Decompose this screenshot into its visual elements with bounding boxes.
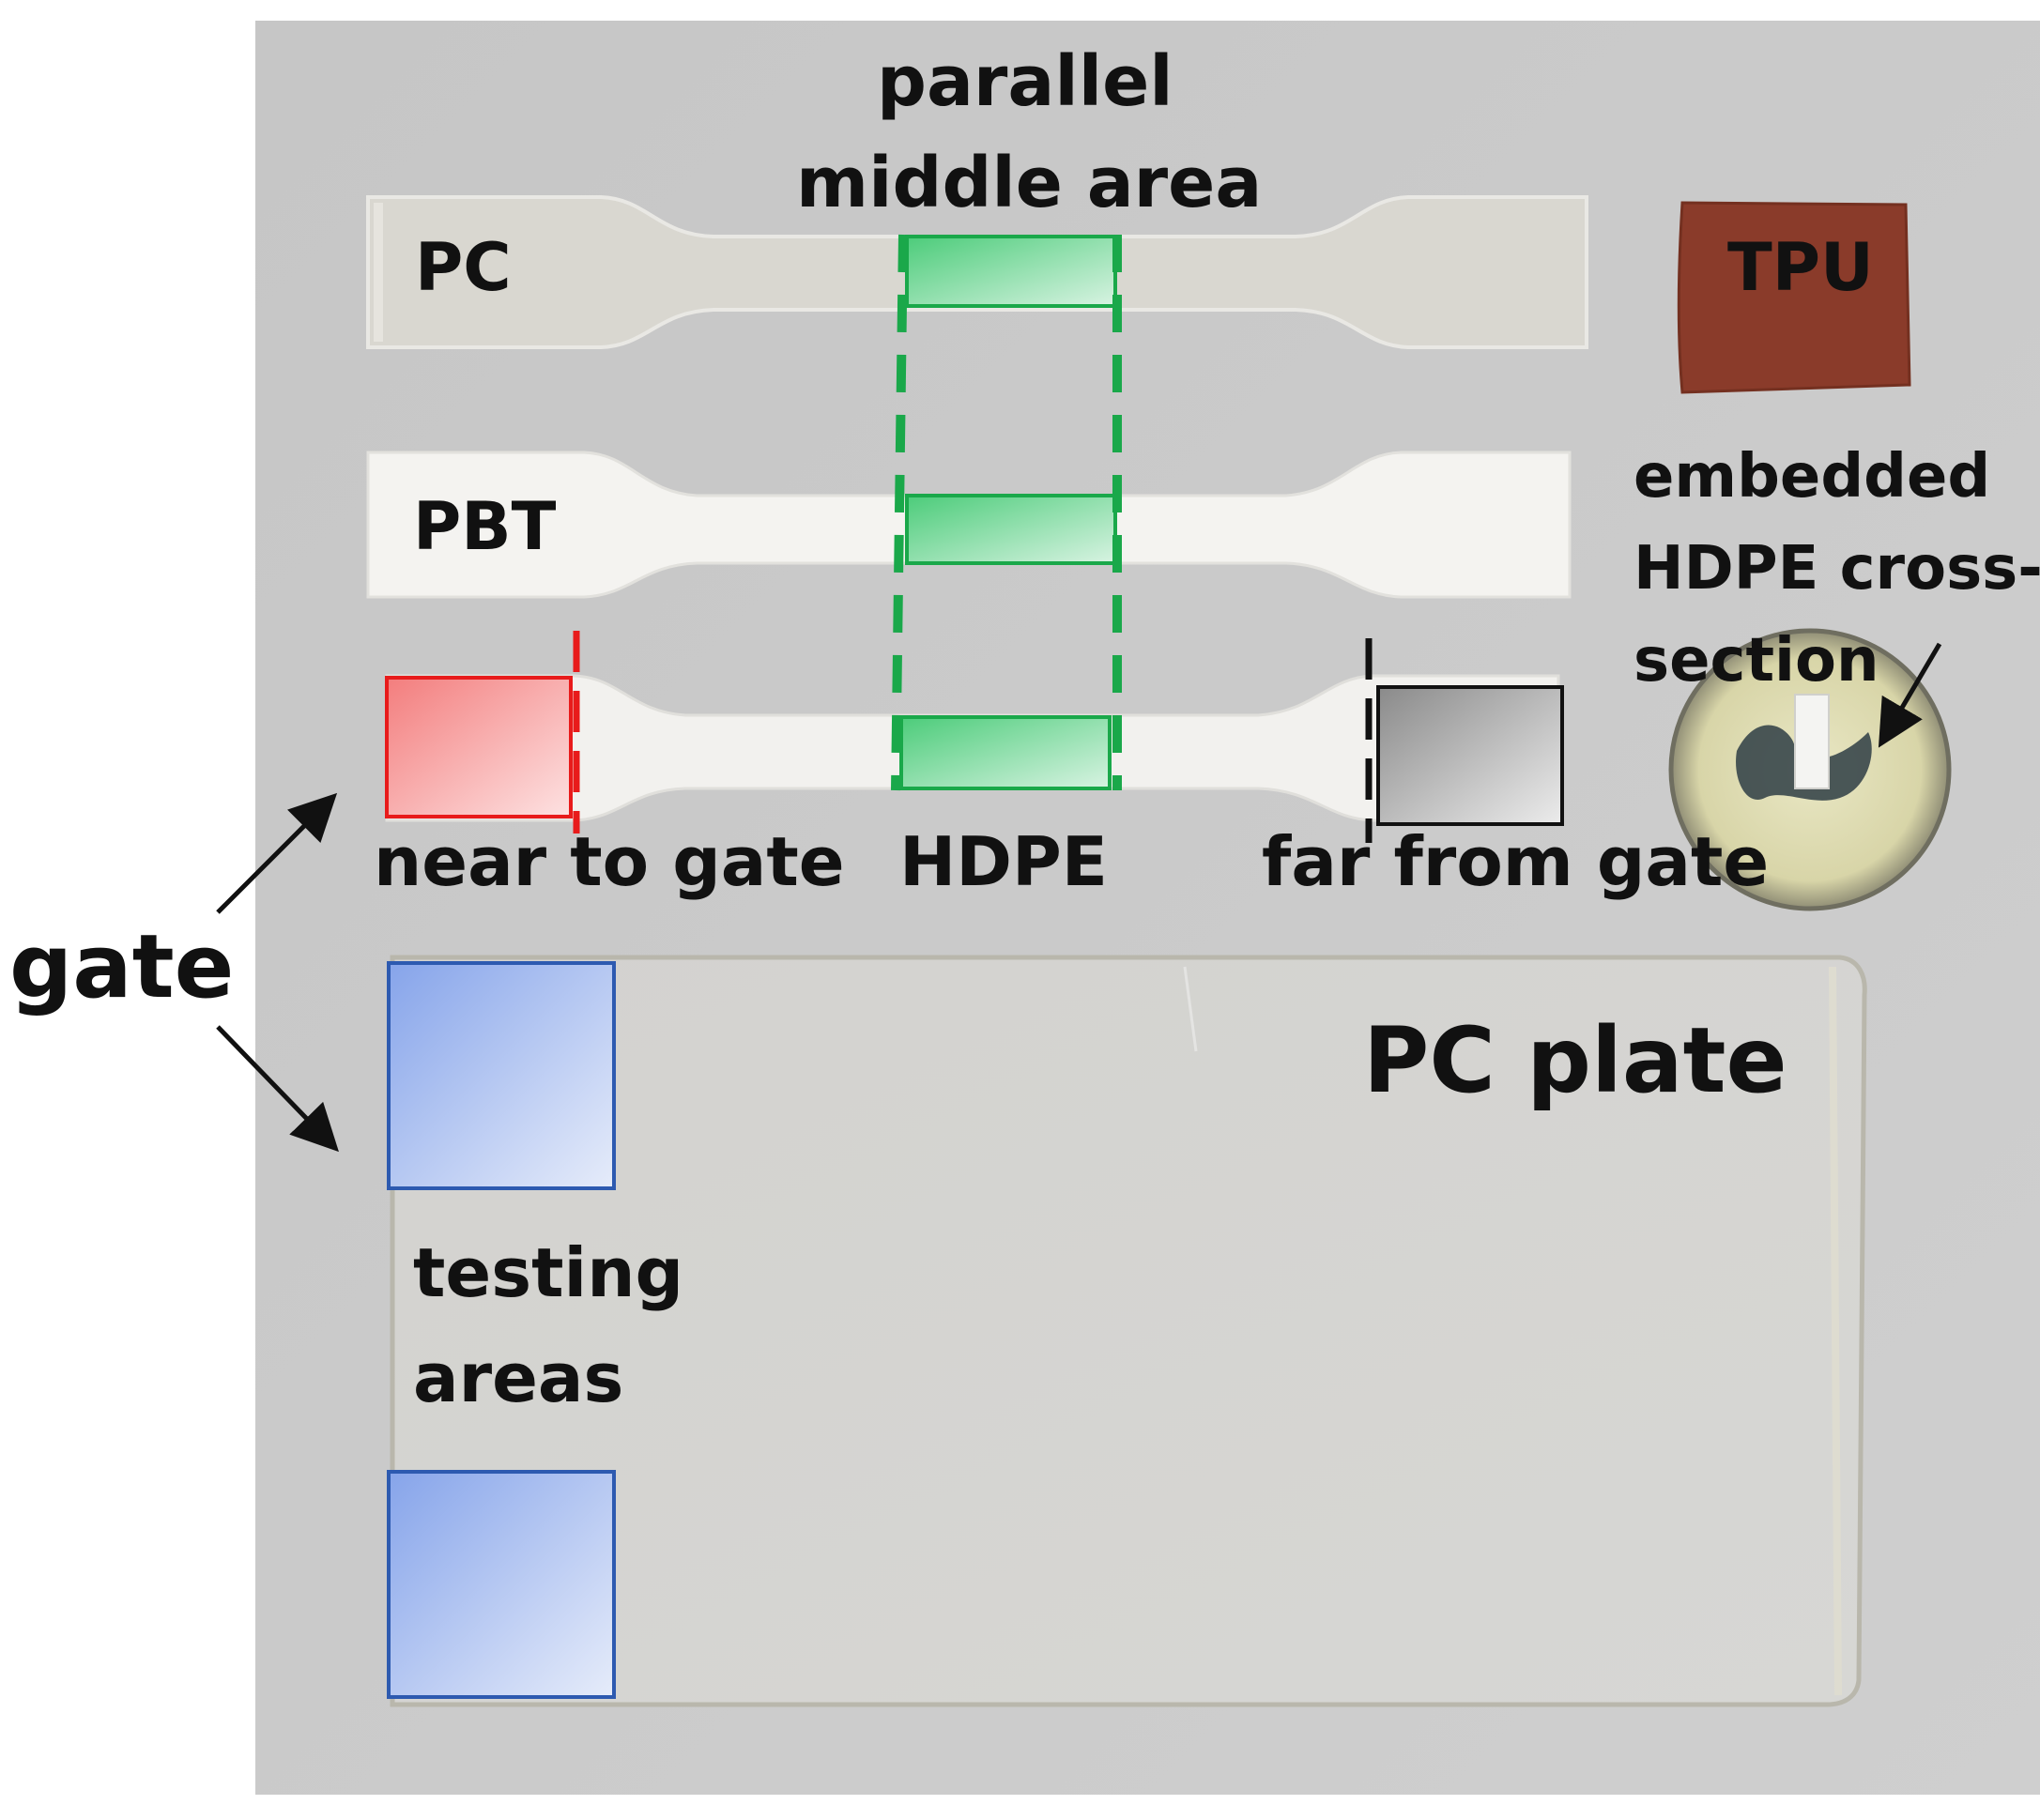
hdpe-area-third xyxy=(899,715,1112,790)
hdpe-label: HDPE xyxy=(899,822,1108,901)
tpu-label: TPU xyxy=(1727,229,1874,306)
pbt-label: PBT xyxy=(413,488,557,565)
gate-arrow-down xyxy=(216,1025,339,1153)
near-to-gate-label: near to gate xyxy=(374,822,845,901)
areas-label: areas xyxy=(413,1338,624,1417)
parallel-label: parallel xyxy=(877,41,1173,122)
gate-label: gate xyxy=(9,916,235,1018)
far-gate-area xyxy=(1376,685,1564,826)
cross-section-arrow xyxy=(1878,642,1942,748)
pc-plate-edge xyxy=(1829,966,1842,1696)
middle-area-label: middle area xyxy=(796,143,1263,223)
near-gate-area xyxy=(385,676,573,818)
testing-area-bottom xyxy=(387,1470,616,1699)
pc-plate-label: PC plate xyxy=(1363,1008,1787,1113)
hdpe-area-pbt xyxy=(905,494,1117,565)
hdpe-cross-label: HDPE cross- xyxy=(1634,534,2040,604)
gate-arrow-up xyxy=(216,792,338,914)
tpu-sample xyxy=(1677,201,1911,394)
pc-bar-highlight xyxy=(374,203,383,342)
hdpe-area-pc xyxy=(905,235,1117,308)
embedded-label: embedded xyxy=(1634,442,1991,512)
testing-label: testing xyxy=(413,1233,683,1312)
far-from-gate-label: far from gate xyxy=(1262,822,1770,901)
section-label: section xyxy=(1634,626,1879,696)
pc-label: PC xyxy=(415,229,512,306)
testing-area-top xyxy=(387,961,616,1190)
hdpe-guide-left xyxy=(891,234,908,791)
plate-scratch xyxy=(1183,966,1198,1052)
pc-plate xyxy=(390,955,1867,1707)
